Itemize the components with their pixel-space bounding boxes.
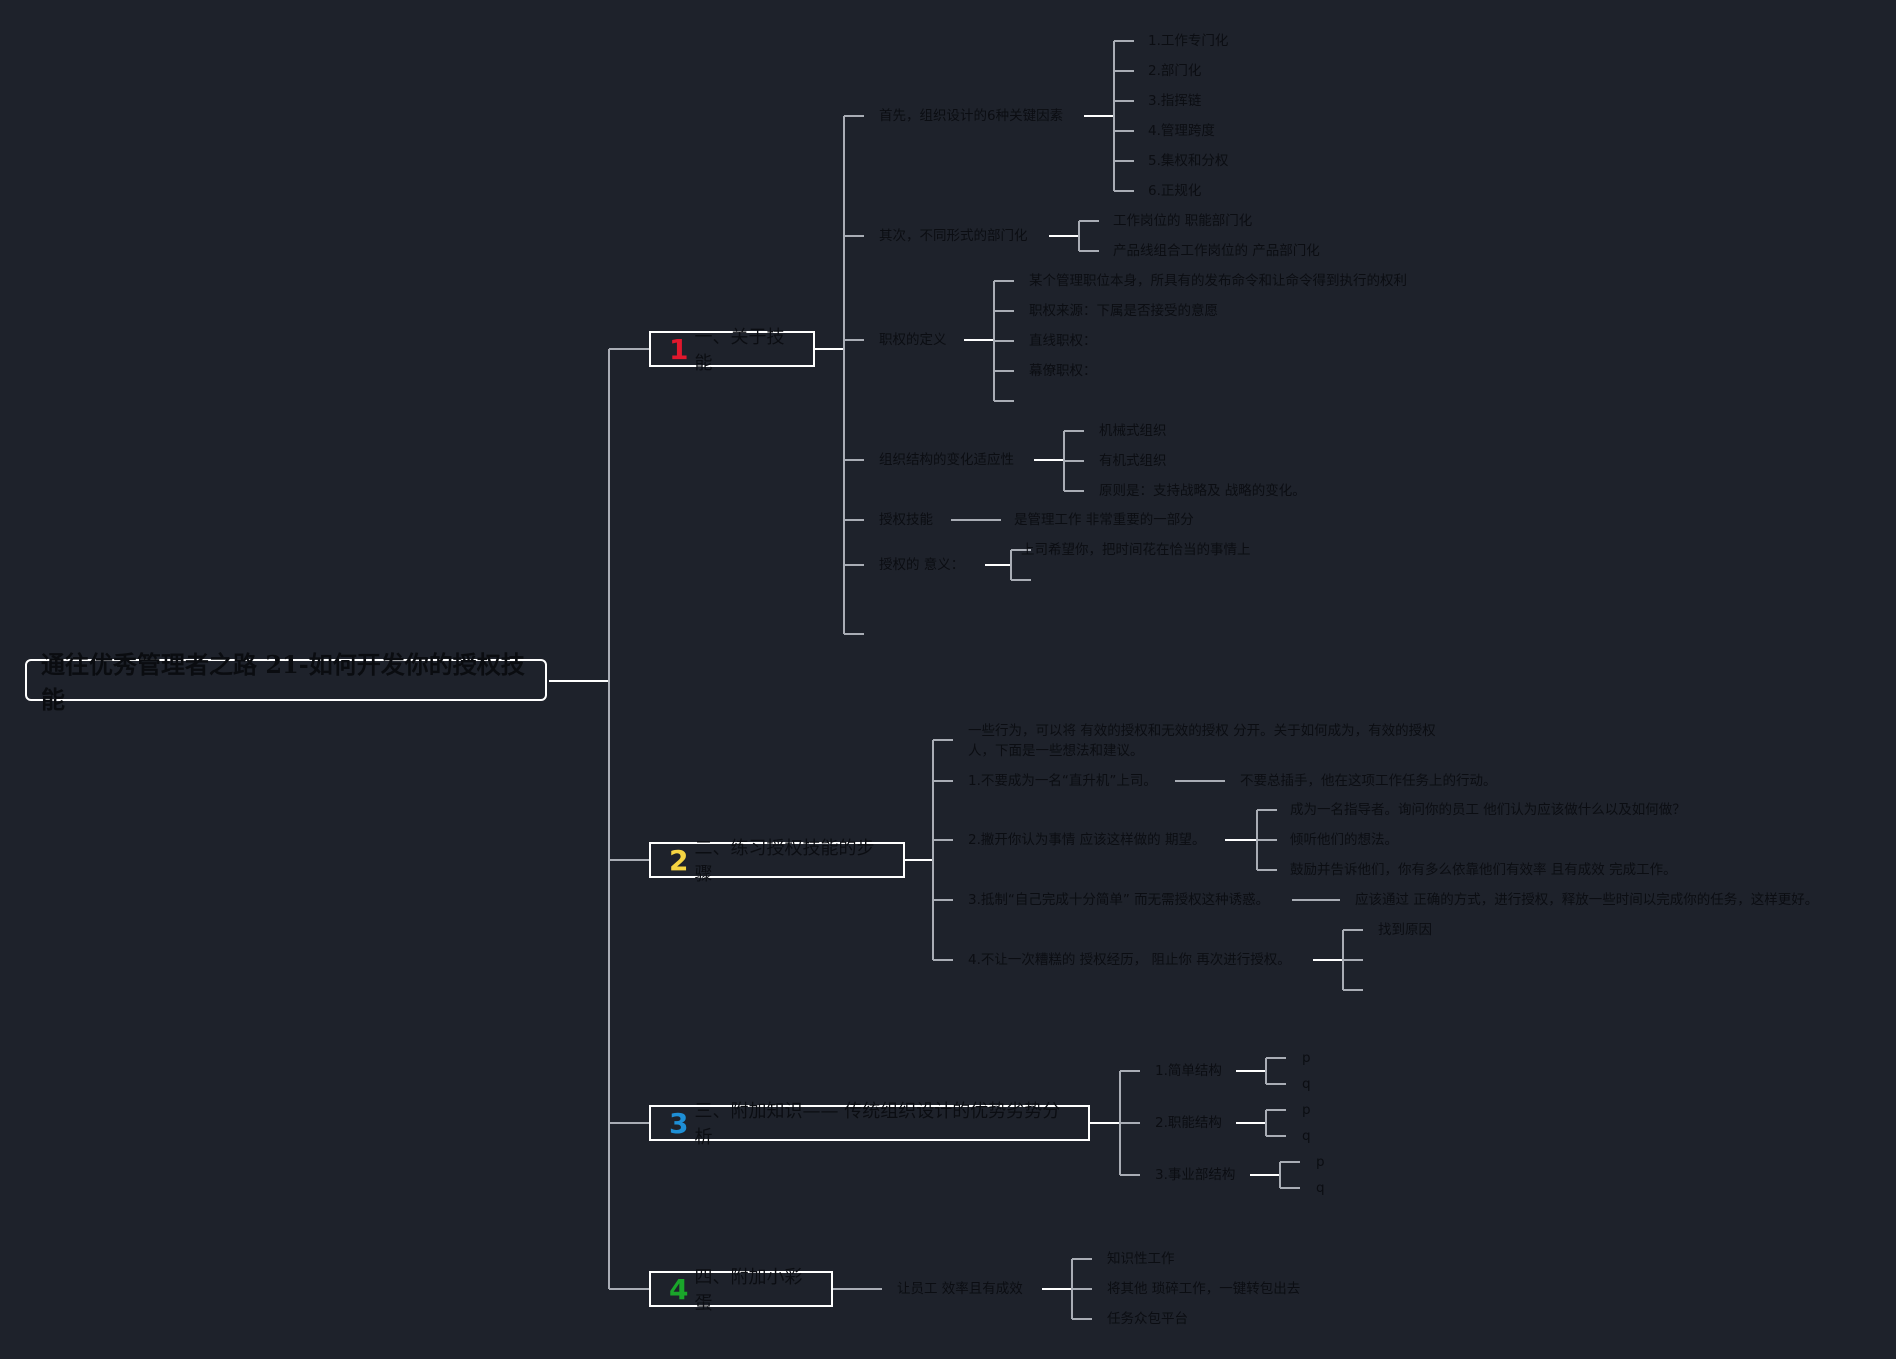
leaf[interactable]: 任务众包平台 (1107, 1311, 1188, 1327)
branch-2-label: 二、练习授权技能的步骤 (694, 838, 875, 885)
leaf[interactable]: 倾听他们的想法。 (1290, 832, 1398, 848)
subtopic-helicopter-boss[interactable]: 1.不要成为一名“直升机”上司。 (968, 773, 1157, 789)
branch-1-label: 一、关于技能 (694, 327, 785, 374)
subtopic-delegation-meaning[interactable]: 授权的 意义： (879, 557, 965, 573)
subtopic-bad-experience[interactable]: 4.不让一次糟糕的 授权经历， 阻止你 再次进行授权。 (968, 952, 1291, 968)
branch-4-topic[interactable]: 4 四、附加小彩蛋 (649, 1267, 833, 1314)
leaf[interactable]: 1.工作专门化 (1148, 33, 1229, 49)
leaf[interactable]: 5.集权和分权 (1148, 153, 1229, 169)
badge-1-icon: 1 (669, 332, 689, 366)
leaf[interactable]: 6.正规化 (1148, 183, 1202, 199)
leaf[interactable]: 不要总插手，他在这项工作任务上的行动。 (1240, 773, 1497, 789)
leaf[interactable]: p (1302, 1050, 1311, 1066)
badge-4-icon: 4 (669, 1272, 689, 1306)
leaf[interactable]: 成为一名指导者。询问你的员工 他们认为应该做什么以及如何做？ (1290, 802, 1686, 818)
branch-4-label: 四、附加小彩蛋 (694, 1267, 803, 1314)
leaf[interactable]: 知识性工作 (1107, 1251, 1175, 1267)
branch-2-topic[interactable]: 2 二、练习授权技能的步骤 (649, 838, 905, 885)
leaf[interactable]: p (1316, 1154, 1325, 1170)
subtopic-authority-definition[interactable]: 职权的定义 (879, 332, 947, 348)
leaf[interactable]: q (1302, 1076, 1311, 1092)
subtopic-efficiency[interactable]: 让员工 效率且有成效 (897, 1281, 1023, 1297)
subtopic-drop-expectations[interactable]: 2.撇开你认为事情 应该这样做的 期望。 (968, 832, 1206, 848)
root-title: 通往优秀管理者之路 21-如何开发你的授权技能 (41, 650, 525, 714)
leaf[interactable]: p (1302, 1102, 1311, 1118)
leaf[interactable]: 4.管理跨度 (1148, 123, 1215, 139)
leaf[interactable]: 直线职权： (1029, 333, 1097, 349)
leaf[interactable]: 应该通过 正确的方式，进行授权，释放一些时间以完成你的任务，这样更好。 (1355, 892, 1819, 908)
badge-3-icon: 3 (669, 1106, 689, 1140)
leaf[interactable]: 原则是：支持战略及 战略的变化。 (1099, 483, 1306, 499)
subtopic-functional-structure[interactable]: 2.职能结构 (1155, 1115, 1222, 1131)
leaf[interactable]: 幕僚职权： (1029, 363, 1097, 379)
leaf[interactable]: q (1302, 1128, 1311, 1144)
leaf[interactable]: 有机式组织 (1099, 453, 1167, 469)
subtopic-resist-temptation[interactable]: 3.抵制“自己完成十分简单” 而无需授权这种诱惑。 (968, 892, 1270, 908)
branch-1-topic[interactable]: 1 一、关于技能 (649, 327, 815, 374)
branch-3-label: 三、附加知识—— 传统组织设计的优势劣势分析 (694, 1101, 1061, 1148)
subtopic-intro[interactable]: 一些行为，可以将 有效的授权和无效的授权 分开。关于如何成为，有效的授权人，下面… (968, 723, 1436, 759)
badge-2-icon: 2 (669, 843, 689, 877)
leaf[interactable]: 是管理工作 非常重要的一部分 (1014, 512, 1194, 528)
leaf[interactable]: 找到原因 (1378, 922, 1432, 938)
leaf[interactable]: 产品线组合工作岗位的 产品部门化 (1113, 243, 1320, 259)
subtopic-departmentalization[interactable]: 其次，不同形式的部门化 (879, 228, 1028, 244)
leaf[interactable]: 2.部门化 (1148, 63, 1202, 79)
leaf[interactable]: 机械式组织 (1099, 423, 1167, 439)
leaf[interactable]: 鼓励并告诉他们，你有多么依靠他们有效率 且有成效 完成工作。 (1290, 862, 1677, 878)
subtopic-key-factors[interactable]: 首先，组织设计的6种关键因素 (879, 108, 1064, 124)
leaf[interactable]: 工作岗位的 职能部门化 (1113, 213, 1253, 229)
leaf[interactable]: 3.指挥链 (1148, 93, 1202, 109)
root-topic[interactable]: 通往优秀管理者之路 21-如何开发你的授权技能 (25, 650, 547, 714)
subtopic-divisional-structure[interactable]: 3.事业部结构 (1155, 1167, 1236, 1183)
leaf[interactable]: 职权来源：下属是否接受的意愿 (1029, 303, 1218, 319)
subtopic-adaptability[interactable]: 组织结构的变化适应性 (879, 452, 1014, 468)
leaf[interactable]: 某个管理职位本身，所具有的发布命令和让命令得到执行的权利 (1029, 273, 1407, 289)
leaf[interactable]: q (1316, 1180, 1325, 1196)
subtopic-simple-structure[interactable]: 1.简单结构 (1155, 1063, 1222, 1079)
leaf[interactable]: 上司希望你，把时间花在恰当的事情上 (1021, 542, 1251, 558)
branch-3-topic[interactable]: 3 三、附加知识—— 传统组织设计的优势劣势分析 (649, 1101, 1090, 1148)
subtopic-delegation-skill[interactable]: 授权技能 (879, 512, 933, 528)
leaf[interactable]: 将其他 琐碎工作，一键转包出去 (1107, 1281, 1301, 1297)
